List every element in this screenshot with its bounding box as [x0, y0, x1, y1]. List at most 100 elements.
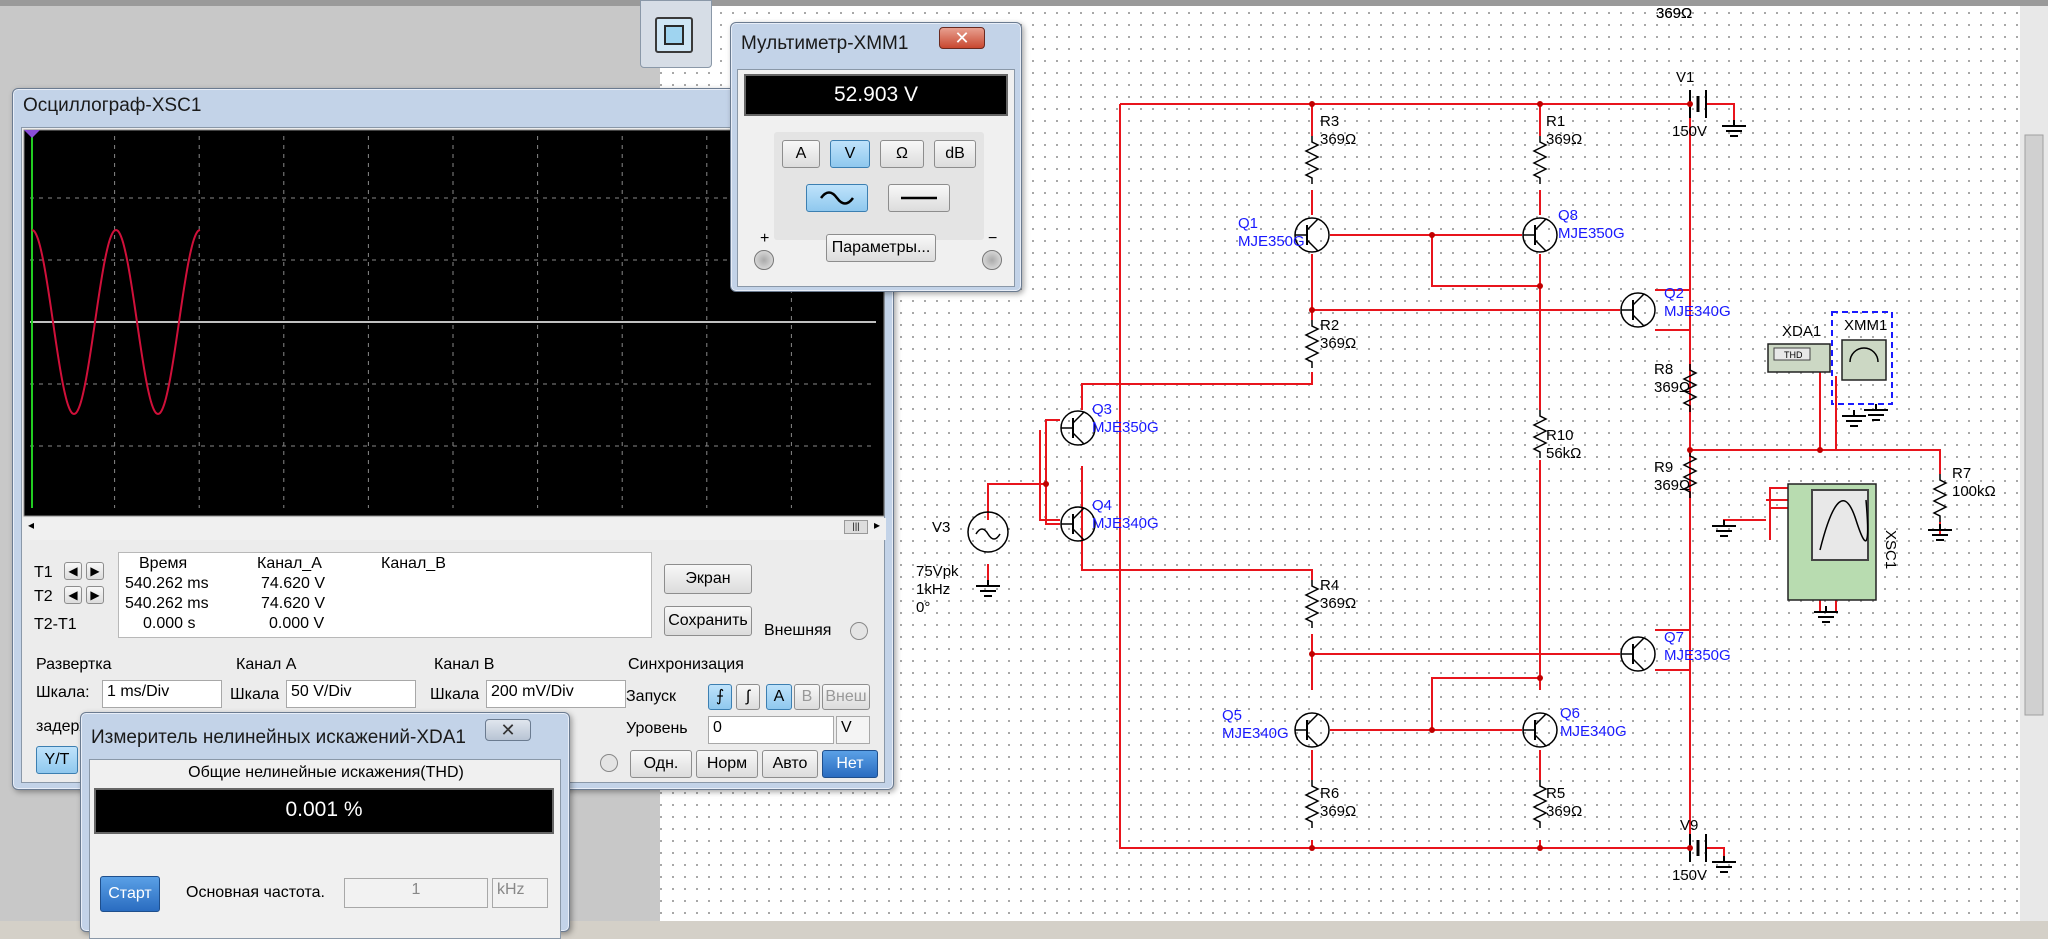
transistor-emitter: [1306, 734, 1319, 747]
falling-edge-icon[interactable]: ʃ: [736, 684, 760, 710]
meter-dial-icon: [1849, 347, 1879, 363]
transistor-model: MJE340G: [1664, 303, 1731, 320]
cursor-table: Время Канал_A Канал_B 540.262 ms 74.620 …: [118, 552, 652, 638]
t1-right-arrow-icon[interactable]: ▶: [86, 562, 104, 580]
minus-terminal-icon[interactable]: [982, 250, 1002, 270]
scroll-right-icon[interactable]: ▸: [874, 518, 881, 532]
scope-scrollbar[interactable]: ◂ ||| ▸: [22, 518, 886, 540]
close-icon[interactable]: ✕: [939, 27, 985, 49]
transistor-model: MJE340G: [1222, 725, 1289, 742]
transistor-label: Q6: [1560, 705, 1580, 722]
distortion-body: Общие нелинейные искажения(THD) 0.001 % …: [89, 759, 561, 939]
resistor-r8[interactable]: [1682, 364, 1698, 412]
col-channel-b: Канал_B: [381, 555, 446, 572]
channel-a-trace: [31, 228, 201, 416]
oscilloscope-title: Осциллограф-XSC1: [23, 95, 202, 116]
transistor-model: MJE340G: [1560, 723, 1627, 740]
resistor-value: 369Ω: [1320, 131, 1356, 148]
external-radio[interactable]: [850, 622, 868, 640]
thd-subtitle: Общие нелинейные искажения(THD): [188, 764, 464, 781]
thd-display: 0.001 %: [94, 788, 554, 834]
resistor-r2[interactable]: [1304, 320, 1320, 368]
params-button[interactable]: Параметры...: [826, 234, 936, 262]
resistor-value: 369Ω: [1654, 379, 1690, 396]
ground-icon: [1864, 404, 1888, 421]
transistor-label: Q1: [1238, 215, 1258, 232]
t2-right-arrow-icon[interactable]: ▶: [86, 586, 104, 604]
ampere-button[interactable]: A: [782, 140, 820, 168]
trigger-a-button[interactable]: A: [766, 684, 792, 710]
trigger-ext-button[interactable]: Внеш: [822, 684, 870, 710]
mode-single-button[interactable]: Одн.: [630, 750, 692, 778]
screen-button[interactable]: Экран: [664, 564, 752, 594]
resistor-value: 369Ω: [1656, 5, 1692, 22]
resistor-label: R8: [1656, 0, 1675, 4]
yt-button[interactable]: Y/T: [36, 746, 78, 774]
t1-left-arrow-icon[interactable]: ◀: [64, 562, 82, 580]
resistor-r5[interactable]: [1532, 780, 1548, 828]
resistor-value: 369Ω: [1320, 335, 1356, 352]
ohm-button[interactable]: Ω: [880, 140, 924, 168]
volt-button[interactable]: V: [830, 140, 870, 168]
sync-group-label: Синхронизация: [628, 656, 744, 673]
freq-field[interactable]: 1: [344, 878, 488, 908]
rising-edge-icon[interactable]: ⨍: [708, 684, 732, 710]
junction-dot: [1537, 101, 1543, 107]
transistor-collector: [1534, 218, 1547, 231]
scrollbar-thumb[interactable]: [2024, 134, 2044, 716]
junction-dot: [1537, 675, 1543, 681]
ac-icon[interactable]: [806, 184, 868, 212]
transistor-label: Q2: [1664, 285, 1684, 302]
channel-a-scale-field[interactable]: 50 V/Div: [286, 680, 416, 708]
resistor-label: R10: [1546, 427, 1574, 444]
resistor-value: 369Ω: [1546, 803, 1582, 820]
trigger-b-button[interactable]: B: [794, 684, 820, 710]
mode-normal-button[interactable]: Норм: [696, 750, 758, 778]
db-button[interactable]: dB: [934, 140, 976, 168]
junction-dot: [1429, 232, 1435, 238]
channel-b-scale-field[interactable]: 200 mV/Div: [486, 680, 626, 708]
wire: [1081, 466, 1313, 580]
multimeter-display: 52.903 V: [744, 74, 1008, 116]
ground-icon: [976, 580, 1000, 597]
close-icon[interactable]: ✕: [485, 719, 531, 741]
dc-icon[interactable]: [888, 184, 950, 212]
save-button[interactable]: Сохранить: [664, 606, 752, 636]
row1-time: 540.262 ms: [125, 575, 209, 592]
freq-unit: kHz: [492, 878, 548, 908]
t2-left-arrow-icon[interactable]: ◀: [64, 586, 82, 604]
freq-label: Основная частота.: [186, 884, 325, 901]
transistor-emitter: [1306, 239, 1319, 252]
mode-auto-button[interactable]: Авто: [762, 750, 818, 778]
scroll-left-icon[interactable]: ◂: [28, 518, 35, 532]
mode-none-button[interactable]: Нет: [822, 750, 878, 778]
transistor-collector: [1072, 411, 1085, 424]
xsc1-label: XSC1: [1882, 530, 1899, 569]
scroll-grip-icon[interactable]: |||: [844, 520, 868, 534]
ground-icon: [1842, 410, 1866, 427]
plus-terminal-icon[interactable]: [754, 250, 774, 270]
distortion-title: Измеритель нелинейных искажений-XDA1: [91, 727, 466, 748]
resistor-r7[interactable]: [1932, 474, 1948, 522]
window-icon[interactable]: [655, 17, 693, 53]
source-v3[interactable]: [967, 511, 1009, 553]
xmm1-instrument[interactable]: [1841, 339, 1887, 381]
channel-b-scale-label: Шкала: [430, 686, 480, 703]
ground-radio[interactable]: [600, 754, 618, 772]
resistor-label: R9: [1656, 0, 1675, 4]
start-button[interactable]: Старт: [100, 876, 160, 912]
junction-dot: [1817, 447, 1823, 453]
resistor-r1[interactable]: [1532, 136, 1548, 184]
junction-dot: [1687, 101, 1693, 107]
resistor-r10[interactable]: [1532, 410, 1548, 458]
sweep-scale-field[interactable]: 1 ms/Div: [102, 680, 222, 708]
resistor-r6[interactable]: [1304, 780, 1320, 828]
col-time: Время: [139, 555, 188, 572]
multimeter-title: Мультиметр-XMM1: [741, 33, 909, 54]
level-field[interactable]: 0: [708, 716, 834, 744]
resistor-r3[interactable]: [1304, 136, 1320, 184]
transistor-model: MJE350G: [1664, 647, 1731, 664]
resistor-r4[interactable]: [1304, 580, 1320, 628]
resistor-r9[interactable]: [1682, 450, 1698, 498]
resistor-label: R1: [1546, 113, 1565, 130]
